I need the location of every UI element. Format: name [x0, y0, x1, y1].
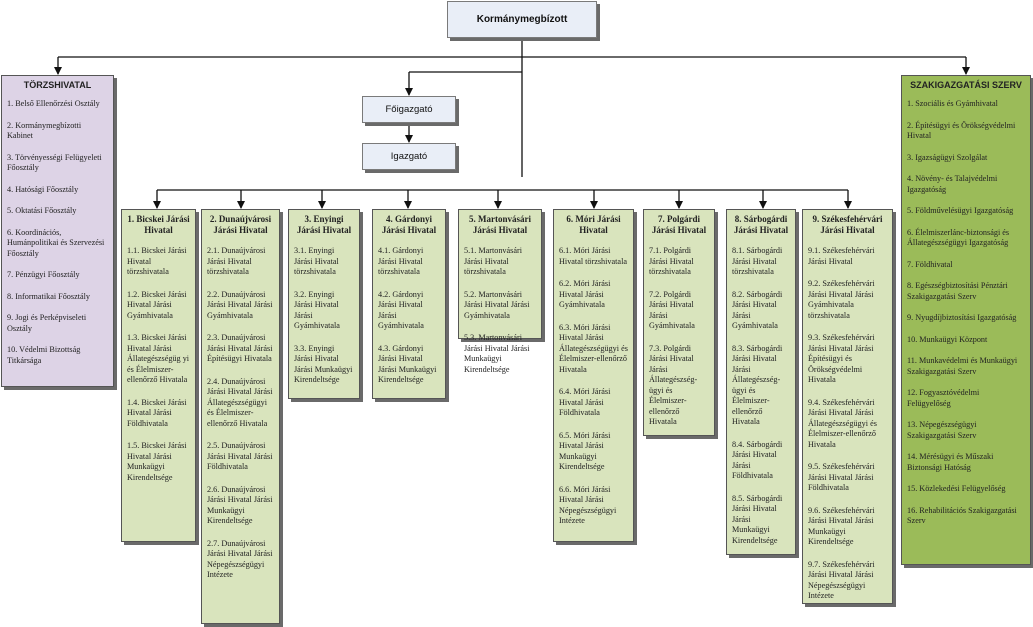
szakigazgatasi-title: SZAKIGAZGATÁSI SZERV: [910, 80, 1022, 90]
unit-item: 7.2. Polgárdi Járási Hivatal Járási Gyám…: [649, 289, 695, 331]
unit-item: 1. Szociális és Gyámhivatal: [907, 99, 998, 108]
unit-item: 3.3. Enyingi Járási Hivatal Járási Munka…: [294, 343, 353, 385]
unit-item: 6.6. Móri Járási Hivatal Járási Népegész…: [559, 484, 617, 526]
jarasi-col-7: 7. Polgárdi Járási Hivatal 7.1. Polgárdi …: [643, 209, 715, 436]
unit-item: 2.4. Dunaújvárosi Járási Hivatal Járási …: [207, 376, 273, 428]
unit-item: 2.5. Dunaújvárosi Járási Hivatal Járási …: [207, 441, 273, 471]
unit-item: 6.3. Móri Járási Hivatal Járási Állategé…: [559, 322, 628, 374]
unit-item: 9. Nyugdíjbiztosítási Igazgatóság: [907, 313, 1017, 322]
unit-item: 4.3. Gárdonyi Járási Hivatal Járási Munk…: [378, 343, 437, 385]
jarasi-col-3: 3. Enyingi Járási Hivatal 3.1. Enyingi Já…: [288, 209, 360, 399]
unit-item: 4. Növény- és Talajvédelmi Igazgatóság: [907, 174, 998, 194]
unit-item: 5. Oktatási Főosztály: [7, 206, 77, 215]
unit-item: 8.4. Sárbogárdi Járási Hivatal Járási Fö…: [732, 439, 783, 481]
unit-item: 7.3. Polgárdi Járási Hivatal Járási Álla…: [649, 343, 698, 427]
unit-item: 8.2. Sárbogárdi Járási Hivatal Járási Gy…: [732, 289, 783, 331]
torzshivatal-title: TÖRZSHIVATAL: [23, 80, 92, 90]
jarasi-col-6: 6. Móri Járási Hivatal 6.1. Móri Járási H…: [553, 209, 634, 542]
unit-item: 4. Hatósági Főosztály: [7, 184, 79, 194]
unit-item: 3.1. Enyingi Járási Hivatal törzshivatal…: [294, 246, 339, 276]
unit-item: 4.1. Gárdonyi Járási Hivatal törzshivata…: [378, 246, 424, 276]
unit-item: 2. Építésügyi és Örökségvédelmi Hivatal: [907, 120, 1016, 141]
unit-item: 2. Kormánymegbízotti Kabinet: [7, 120, 82, 141]
jarasi-title: 7. Polgárdi Járási Hivatal: [651, 214, 707, 235]
unit-item: 7.1. Polgárdi Járási Hivatal törzshivata…: [649, 246, 694, 276]
jarasi-title: 9. Székesfehérvári Járási Hivatal: [812, 214, 883, 235]
unit-item: 1.2. Bicskei Járási Hivatal Járási Gyámh…: [127, 289, 187, 320]
unit-item: 4.2. Gárdonyi Járási Hivatal Járási Gyám…: [378, 289, 424, 331]
unit-item: 7. Pénzügyi Főosztály: [7, 270, 80, 279]
unit-item: 1.4. Bicskei Járási Hivatal Járási Földh…: [127, 397, 187, 428]
jarasi-title: 1. Bicskei Járási Hivatal: [127, 214, 190, 235]
unit-item: 6. Koordinációs, Humánpolitikai és Szerv…: [7, 227, 105, 258]
deputy2-label: Igazgató: [390, 151, 428, 162]
unit-item: 3. Igazságügyi Szolgálat: [907, 152, 988, 162]
deputy2-box: Igazgató: [362, 143, 456, 170]
unit-item: 2.3. Dunaújvárosi Járási Hivatal Járási …: [207, 333, 273, 363]
jarasi-title: 5. Martonvásári Járási Hivatal: [469, 214, 531, 235]
unit-item: 15. Közlekedési Felügyelőség: [907, 484, 1006, 493]
unit-item: 1. Belső Ellenőrzési Osztály: [7, 99, 100, 108]
unit-item: 5.3. Martonvásári Járási Hivatal Járási …: [464, 333, 530, 374]
deputy1-label: Főigazgató: [385, 104, 433, 115]
unit-item: 2.2. Dunaújvárosi Járási Hivatal Járási …: [207, 289, 273, 320]
unit-item: 12. Fogyasztóvédelmi Felügyelőség: [907, 388, 980, 408]
unit-item: 3.2. Enyingi Járási Hivatal Járási Gyámh…: [294, 289, 340, 331]
unit-item: 8. Informatikai Főosztály: [7, 291, 90, 301]
jarasi-col-5: 5. Martonvásári Járási Hivatal 5.1. Marto…: [458, 209, 542, 374]
unit-item: 1.1. Bicskei Járási Hivatal törzshivatal…: [127, 246, 187, 276]
unit-item: 1.5. Bicskei Járási Hivatal Járási Munka…: [127, 441, 187, 482]
unit-item: 6.2. Móri Járási Hivatal Járási Gyámhiva…: [559, 279, 611, 309]
unit-item: 9.5. Székesfehérvári Járási Hivatal Járá…: [808, 462, 875, 492]
unit-item: 10. Munkaügyi Központ: [907, 334, 988, 344]
head-box: Kormánymegbízott: [447, 1, 597, 38]
jarasi-title: 3. Enyingi Járási Hivatal: [296, 214, 352, 235]
unit-item: 11. Munkavédelmi és Munkaügyi Szakigazga…: [907, 356, 1018, 376]
jarasi-col-4: 4. Gárdonyi Járási Hivatal 4.1. Gárdonyi …: [372, 209, 446, 399]
unit-item: 14. Mérésügyi és Műszaki Biztonsági Ható…: [907, 452, 994, 472]
unit-item: 6.4. Móri Járási Hivatal Járási Földhiva…: [559, 387, 611, 417]
torzshivatal-panel: TÖRZSHIVATAL 1. Belső Ellenőrzési Osztál…: [1, 75, 114, 387]
jarasi-title: 6. Móri Járási Hivatal: [566, 214, 621, 235]
unit-item: 6.5. Móri Járási Hivatal Járási Munkaügy…: [559, 430, 611, 472]
unit-item: 2.1. Dunaújvárosi Járási Hivatal törzshi…: [207, 246, 266, 276]
unit-item: 7. Földhivatal: [907, 259, 953, 269]
jarasi-col-1: 1. Bicskei Járási Hivatal 1.1. Bicskei Já…: [121, 209, 196, 542]
unit-item: 2.6. Dunaújvárosi Járási Hivatal Járási …: [207, 484, 273, 526]
unit-item: 5.2. Martonvásári Járási Hivatal Járási …: [464, 289, 530, 320]
unit-item: 9.3. Székesfehérvári Járási Hivatal Járá…: [808, 333, 875, 384]
unit-item: 3. Törvényességi Felügyeleti Főosztály: [7, 152, 102, 173]
unit-item: 9.6. Székesfehérvári Járási Hivatal Járá…: [808, 505, 875, 547]
jarasi-col-9: 9. Székesfehérvári Járási Hivatal 9.1. Sz…: [802, 209, 893, 604]
unit-item: 9. Jogi és Perképviseleti Osztály: [7, 313, 87, 333]
unit-item: 16. Rehabilitációs Szakigazgatási Szerv: [907, 505, 1017, 526]
jarasi-title: 4. Gárdonyi Járási Hivatal: [381, 214, 437, 235]
deputy1-box: Főigazgató: [362, 96, 456, 123]
jarasi-title: 8. Sárbogárdi Járási Hivatal: [733, 214, 789, 235]
unit-item: 8.1. Sárbogárdi Járási Hivatal törzshiva…: [732, 246, 783, 276]
unit-item: 2.7. Dunaújvárosi Járási Hivatal Járási …: [207, 538, 273, 580]
szakigazgatasi-panel: SZAKIGAZGATÁSI SZERV 1. Szociális és Gyá…: [901, 75, 1031, 565]
unit-item: 5. Földművelésügyi Igazgatóság: [907, 206, 1014, 215]
unit-item: 9.2. Székesfehérvári Járási Hivatal Járá…: [808, 279, 875, 320]
unit-item: 6.1. Móri Járási Hivatal törzshivatala: [559, 246, 627, 266]
unit-item: 10. Védelmi Bizottság Titkársága: [7, 345, 81, 365]
jarasi-title: 2. Dunaújvárosi Járási Hivatal: [209, 214, 272, 235]
unit-item: 5.1. Martonvásári Járási Hivatal törzshi…: [464, 246, 522, 276]
unit-item: 9.4. Székesfehérvári Járási Hivatal Járá…: [808, 397, 877, 449]
unit-item: 13. Népegészségügyi Szakigazgatási Szerv: [907, 420, 977, 440]
unit-item: 9.1. Székesfehérvári Járási Hivatal: [808, 246, 875, 266]
unit-item: 8.5. Sárbogárdi Járási Hivatal Járási Mu…: [732, 493, 783, 545]
jarasi-col-2: 2. Dunaújvárosi Járási Hivatal 2.1. Dunaú…: [201, 209, 280, 624]
unit-item: 9.7. Székesfehérvári Járási Hivatal Járá…: [808, 559, 875, 601]
unit-item: 8.3. Sárbogárdi Járási Hivatal Járási Ál…: [732, 343, 783, 427]
head-label: Kormánymegbízott: [476, 14, 568, 25]
jarasi-col-8: 8. Sárbogárdi Járási Hivatal 8.1. Sárbogá…: [726, 209, 796, 555]
unit-item: 6. Élelmiszerlánc-biztonsági és Állategé…: [907, 227, 1010, 248]
unit-item: 8. Egészségbiztosítási Pénztári Szakigaz…: [907, 281, 1008, 301]
unit-item: 1.3. Bicskei Járási Hivatal Járási Állat…: [127, 333, 190, 384]
